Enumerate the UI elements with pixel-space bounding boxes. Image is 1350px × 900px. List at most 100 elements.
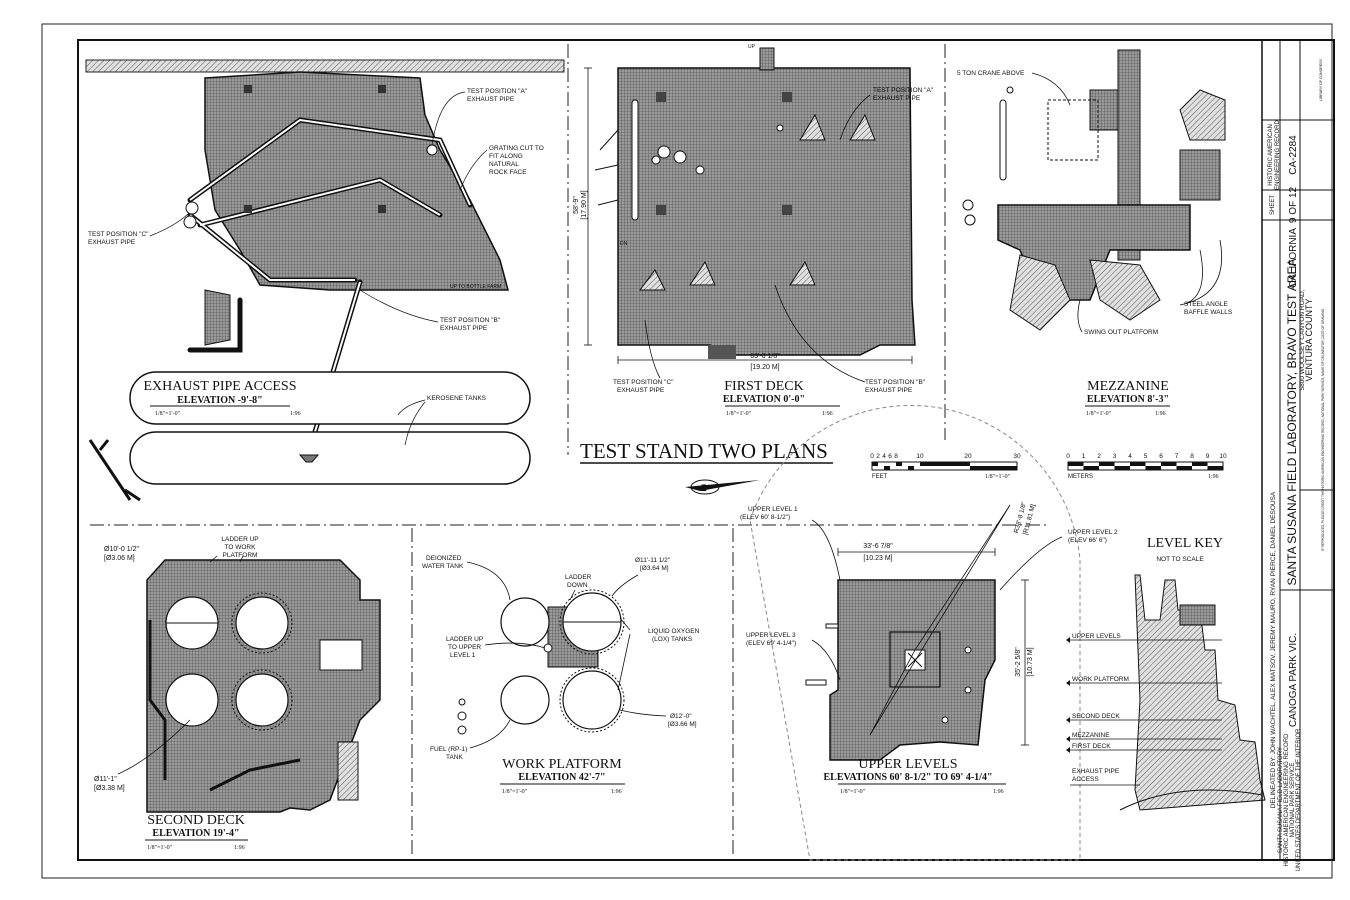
upper-levels-elevation: ELEVATIONS 60' 8-1/2" TO 69' 4-1/4" (823, 772, 992, 783)
callout-tp-c-1: TEST POSITION "C" (88, 231, 149, 238)
lk-first: FIRST DECK (1072, 743, 1111, 750)
scale-tick-label: 8 (1190, 453, 1194, 460)
second-deck-title: SECOND DECK (147, 813, 245, 828)
sd-d2-1: Ø11'-1" (94, 776, 117, 783)
scale-tick-label: 6 (888, 453, 892, 460)
callout-grating-2: FIT ALONG (489, 153, 523, 160)
tb-haer-1: HISTORIC AMERICAN (1268, 124, 1274, 186)
wp-fuel-1: FUEL (RP-1) (430, 746, 467, 753)
tb-county: VENTURA COUNTY (1304, 298, 1314, 381)
lk-exhaust-2: ACCESS (1072, 776, 1099, 783)
callout-up-bottle: UP TO BOTTLE FARM (450, 284, 501, 290)
sd-ladder-1: LADDER UP (221, 536, 258, 543)
scale-tick-label: 9 (1206, 453, 1210, 460)
second-deck-scale-right: 1:96 (234, 845, 245, 851)
feet-ratio-label: 1/8"=1'-0" (985, 474, 1011, 480)
scale-tick-label: 10 (1219, 453, 1227, 460)
mezzanine-title: MEZZANINE (1087, 379, 1169, 394)
first-deck-scale-right: 1:96 (822, 411, 833, 417)
outer-border (41, 23, 1333, 879)
first-deck-elevation: ELEVATION 0'-0" (723, 394, 805, 405)
tb-org-3: NATIONAL PARK SERVICE (1290, 763, 1296, 838)
callout-kerosene: KEROSENE TANKS (427, 395, 487, 402)
ul2-1: UPPER LEVEL 2 (1068, 529, 1118, 536)
scale-tick-label: 7 (1175, 453, 1179, 460)
exhaust-scale-left: 1/8"=1'-0" (155, 411, 181, 417)
wp-d1-1: Ø11'-11 1/2" (635, 557, 671, 564)
level-key-title: LEVEL KEY (1147, 536, 1223, 551)
wp-d2-2: [Ø3.66 M] (668, 721, 697, 728)
tb-small-tag: LIBRARY OF CONGRESS (1319, 58, 1323, 100)
fd-tp-c-2: EXHAUST PIPE (617, 387, 665, 394)
fd-dn-label: DN (620, 241, 628, 247)
exhaust-title: EXHAUST PIPE ACCESS (143, 379, 296, 394)
tb-project-2: 5800 WOOLSEY CANYON ROAD, (1299, 289, 1306, 390)
ul1-1: UPPER LEVEL 1 (748, 506, 798, 513)
wp-deion-1: DEIONIZED (426, 555, 462, 562)
work-platform-elevation: ELEVATION 42'-7" (518, 772, 605, 783)
tb-org-1: SANTA SUSANA FIELD LABORATORY (1278, 747, 1284, 853)
lk-upper: UPPER LEVELS (1072, 633, 1121, 640)
fd-tp-b-1: TEST POSITION "B" (865, 379, 926, 386)
tb-state: CALIFORNIA (1288, 228, 1299, 288)
tb-org-4: UNITED STATES DEPARTMENT OF THE INTERIOR (1296, 728, 1302, 871)
view-dividers (90, 44, 1050, 855)
upper-levels-title: UPPER LEVELS (858, 757, 957, 772)
wp-d1-2: [Ø3.64 M] (640, 565, 669, 572)
tb-project-1: SANTA SUSANA FIELD LABORATORY, BRAVO TES… (1285, 258, 1299, 585)
first-deck-plan: 58'-9" [17.90 M] 63'-0 1/8" [19.20 M] UP… (573, 44, 934, 417)
wp-ladder-down-2: DOWN (567, 582, 588, 589)
exhaust-pipe-access-plan: EXHAUST PIPE ACCESS ELEVATION -9'-8" 1/8… (85, 59, 565, 502)
upper-levels-plan: 33'-6 7/8" [10.23 M] 35'-2 5/8" [10.73 M… (740, 405, 1118, 861)
tb-haer-num: CA-2284 (1288, 135, 1299, 175)
wp-deion-2: WATER TANK (422, 563, 464, 570)
callout-grating-1: GRATING CUT TO (489, 145, 544, 152)
tb-org-2: HISTORIC AMERICAN ENGINEERING RECORD (1284, 733, 1290, 867)
scale-tick-label: 1 (1082, 453, 1086, 460)
callout-tp-b-2: EXHAUST PIPE (440, 325, 488, 332)
scale-tick-label: 0 (1066, 453, 1070, 460)
sd-d1-1: Ø10'-0 1/2" (104, 546, 139, 553)
tb-delineated: DELINEATED BY: JOHN WACHTEL, ALEX MATSOV… (1270, 491, 1277, 808)
mezzanine-scale-left: 1/8"=1'-0" (1086, 411, 1112, 417)
scale-tick-label: 5 (1144, 453, 1148, 460)
work-platform-scale-left: 1/8"=1'-0" (502, 789, 528, 795)
scale-tick-label: 30 (1013, 453, 1021, 460)
fd-dim-h-2: [17.90 M] (581, 190, 588, 219)
sd-d1-2: [Ø3.06 M] (104, 555, 135, 562)
level-key-elevation: LEVEL KEY NOT TO SCALE UPPER LEVELS WORK… (1066, 536, 1266, 811)
exhaust-scale-right: 1:96 (290, 411, 301, 417)
mz-crane: 5 TON CRANE ABOVE (957, 70, 1025, 77)
wp-lox-1: LIQUID OXYGEN (648, 628, 700, 635)
fd-tp-c-1: TEST POSITION "C" (613, 379, 674, 386)
work-platform-plan: DEIONIZED WATER TANK LADDER DOWN LADDER … (422, 555, 700, 795)
ul3-1: UPPER LEVEL 3 (746, 632, 796, 639)
tb-fine-print: IF REPRODUCED, PLEASE CREDIT THE HISTORI… (1321, 308, 1325, 551)
wp-lox-2: (LOX) TANKS (652, 636, 693, 643)
scale-tick-label: 20 (964, 453, 972, 460)
ul-dim-h-2: [10.73 M] (1027, 647, 1034, 676)
level-key-subtitle: NOT TO SCALE (1156, 556, 1204, 563)
title-block: SANTA SUSANA FIELD LABORATORY, BRAVO TES… (1261, 40, 1334, 871)
exhaust-elevation: ELEVATION -9'-8" (177, 395, 262, 406)
north-arrow-icon: Z (685, 479, 760, 495)
sheet-title: TEST STAND TWO PLANS (580, 439, 828, 463)
ul-dim-w-1: 33'-6 7/8" (863, 543, 893, 550)
upper-levels-scale-right: 1:96 (993, 789, 1004, 795)
callout-grating-3: NATURAL (489, 161, 519, 168)
mz-steel-2: BAFFLE WALLS (1184, 309, 1233, 316)
wp-d2-1: Ø12'-0" (670, 713, 692, 720)
ul-dim-w-2: [10.23 M] (863, 555, 892, 562)
wp-ladder-up-3: LEVEL 1 (450, 652, 476, 659)
callout-tp-a-2: EXHAUST PIPE (467, 96, 515, 103)
svg-text:Z: Z (701, 483, 707, 493)
tb-haer-2: ENGINEERING RECORD (1275, 120, 1281, 190)
fd-dim-h-1: 58'-9" (573, 196, 580, 214)
second-deck-plan: LADDER UP TO WORK PLATFORM Ø10'-0 1/2" [… (94, 536, 381, 851)
mezzanine-plan: 5 TON CRANE ABOVE STEEL ANGLE BAFFLE WAL… (957, 49, 1233, 417)
fd-up-label: UP (748, 44, 756, 50)
scale-tick-label: 2 (1097, 453, 1101, 460)
scale-tick-label: 8 (894, 453, 898, 460)
